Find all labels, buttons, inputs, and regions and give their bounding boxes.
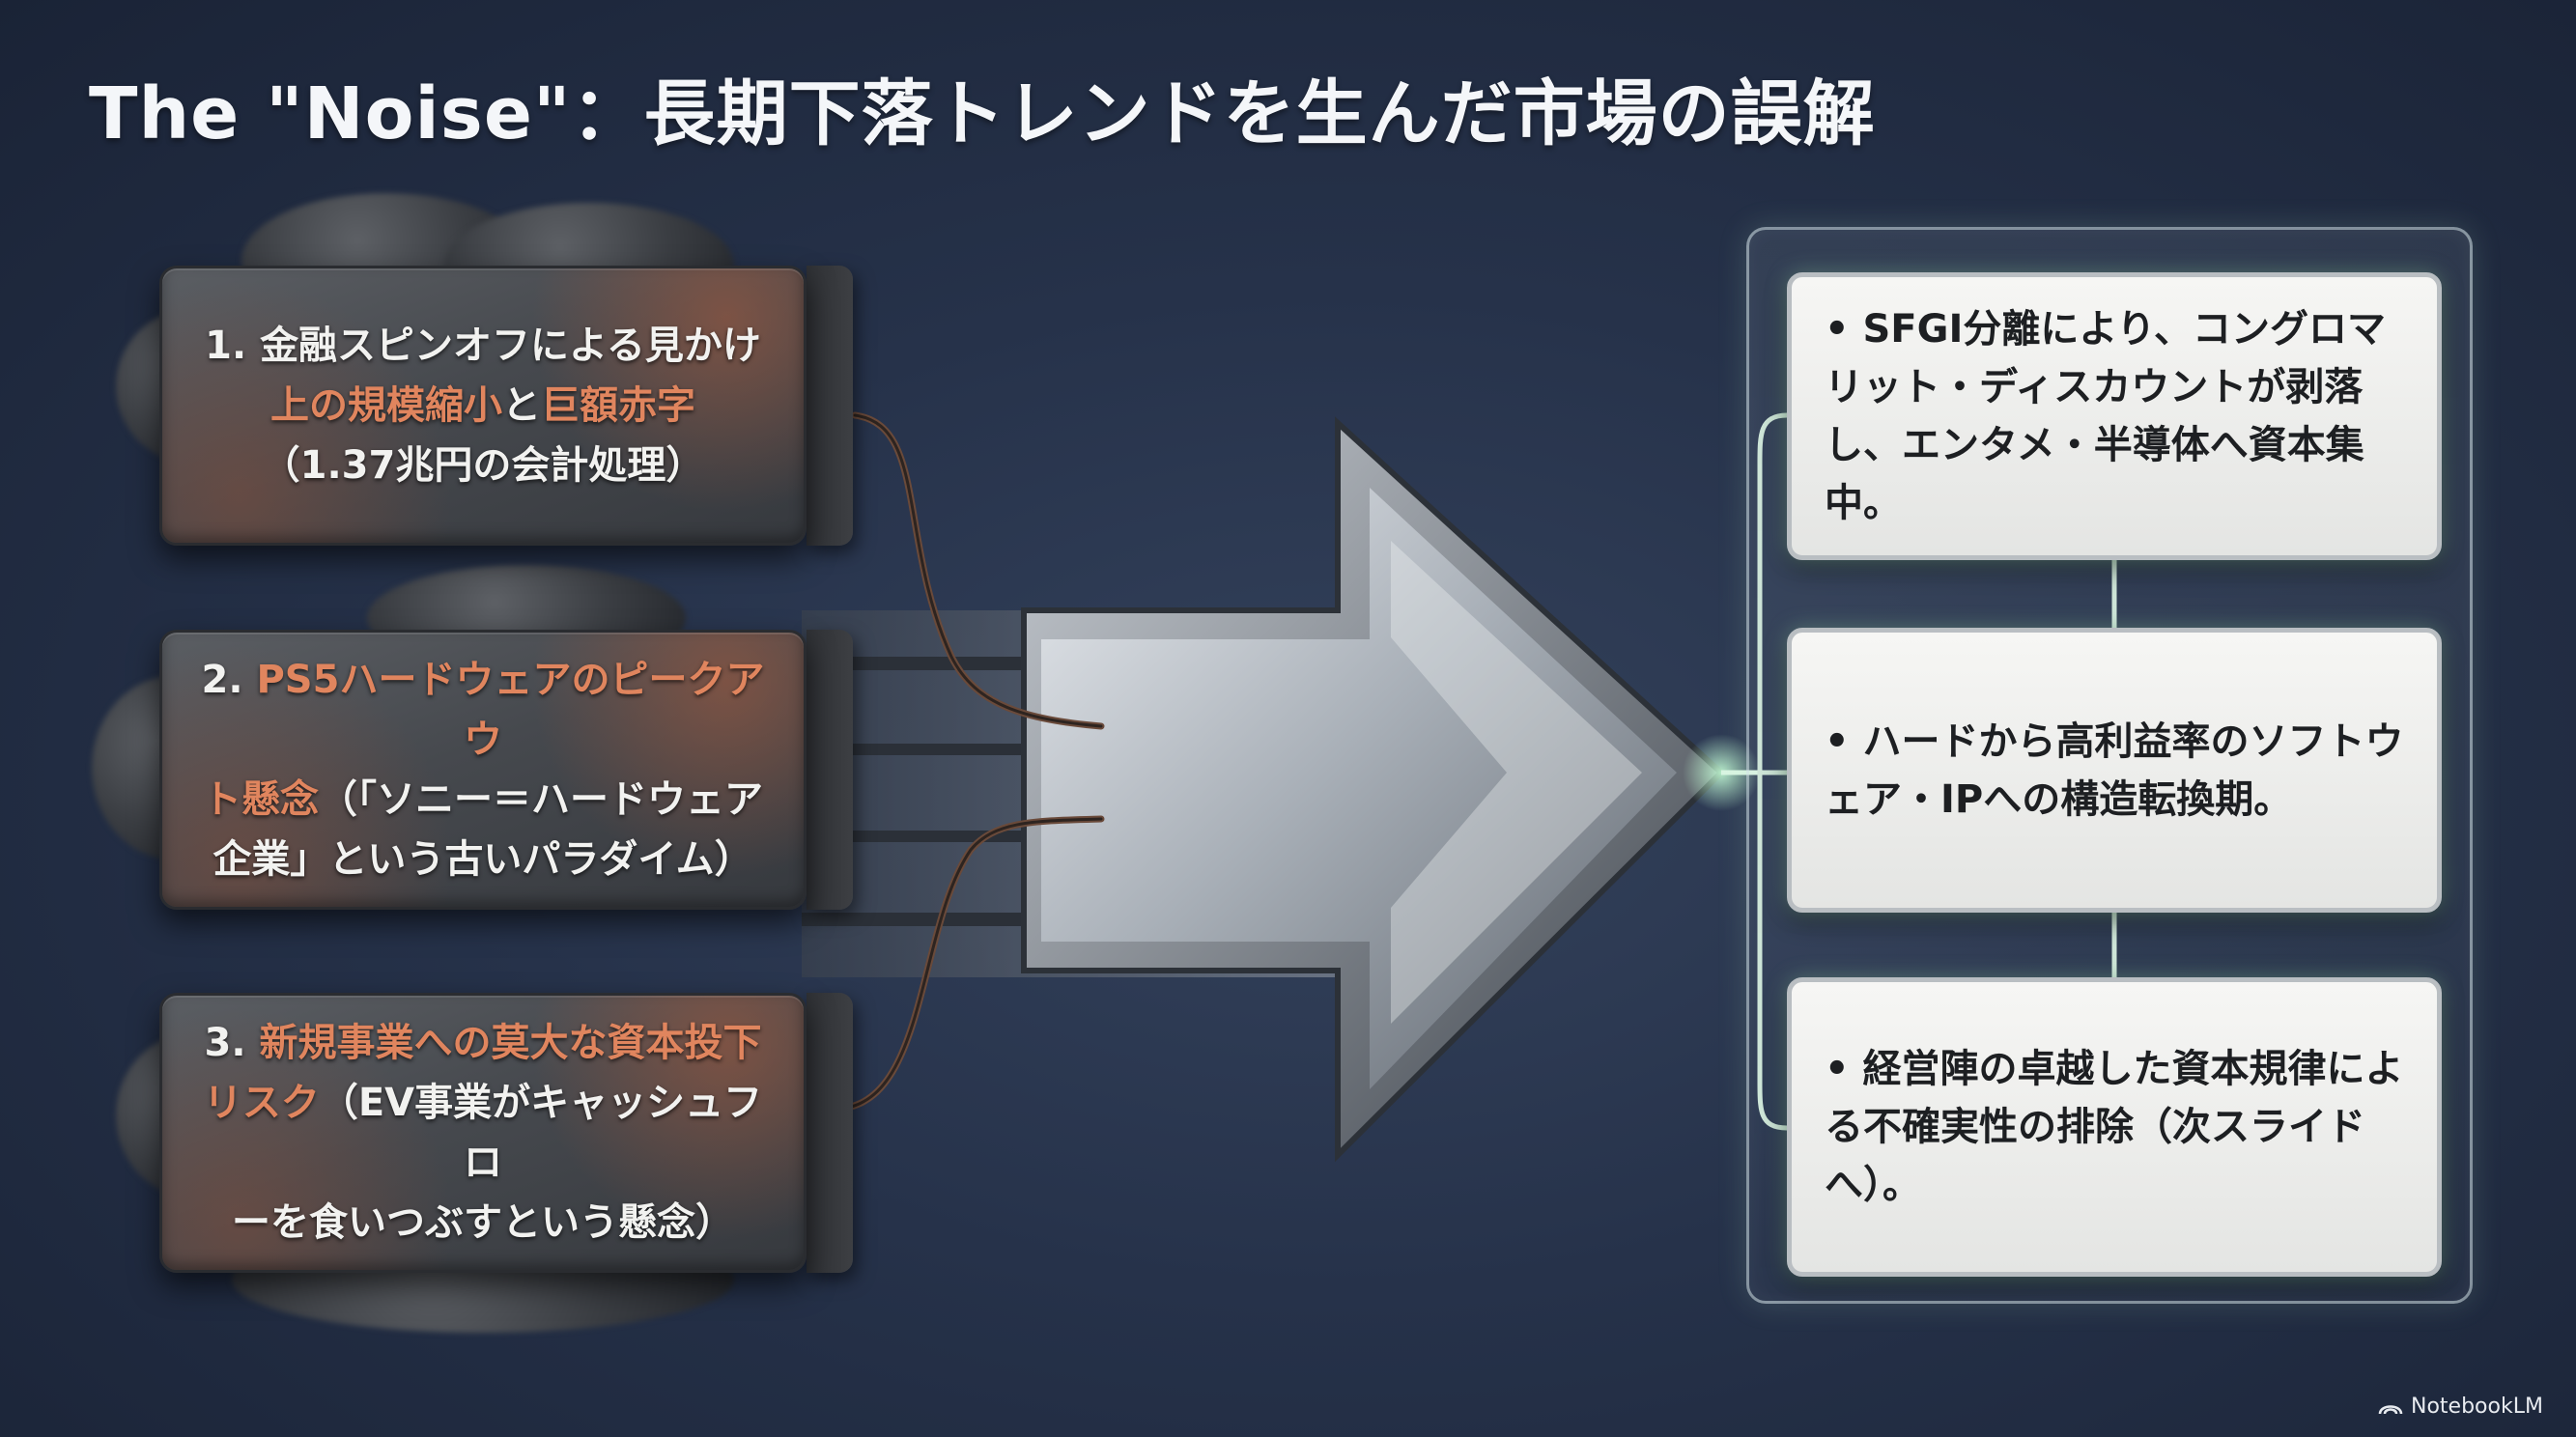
noise-block-line: 1. 金融スピンオフによる見かけ bbox=[205, 316, 761, 376]
highlighted-phrase: 上の規模縮小 bbox=[269, 383, 502, 428]
noise-block-line: ーを食いつぶすという懸念） bbox=[185, 1193, 780, 1253]
noise-block-line: 3. 新規事業への莫大な資本投下 bbox=[185, 1013, 780, 1073]
phrase: （「ソニー＝ハードウェア bbox=[319, 777, 763, 822]
phrase: と bbox=[501, 383, 541, 428]
arrow-icon bbox=[1021, 416, 1726, 1163]
wire-connectors bbox=[836, 411, 1105, 1113]
noise-block-line: 企業」という古いパラダイム） bbox=[185, 830, 780, 889]
branding-label: NotebookLM bbox=[2411, 1395, 2543, 1419]
highlighted-phrase: ト懸念 bbox=[203, 777, 319, 822]
noise-block-3: 3. 新規事業への莫大な資本投下リスク（EV事業がキャッシュフローを食いつぶすと… bbox=[159, 993, 807, 1273]
notebooklm-badge: NotebookLM bbox=[2378, 1395, 2543, 1419]
noise-block-line: リスク（EV事業がキャッシュフロ bbox=[185, 1073, 780, 1193]
noise-block-line: 2. PS5ハードウェアのピークアウ bbox=[185, 650, 780, 770]
phrase: ーを食いつぶすという懸念） bbox=[232, 1200, 734, 1245]
noise-block-line: 上の規模縮小と巨額赤字 bbox=[205, 376, 761, 436]
reality-card-3: • 経営陣の卓越した資本規律による不確実性の排除（次スライドへ）。 bbox=[1787, 977, 2442, 1277]
highlighted-phrase: 巨額赤字 bbox=[540, 383, 695, 428]
noise-block-text: 3. 新規事業への莫大な資本投下リスク（EV事業がキャッシュフローを食いつぶすと… bbox=[185, 1013, 780, 1253]
phrase: 3. bbox=[204, 1021, 260, 1065]
page-title: The "Noise"：長期下落トレンドを生んだ市場の誤解 bbox=[89, 72, 1876, 155]
phrase: 企業」という古いパラダイム） bbox=[212, 837, 753, 882]
noise-block-1: 1. 金融スピンオフによる見かけ上の規模縮小と巨額赤字 （1.37兆円の会計処理） bbox=[159, 266, 807, 546]
block-side bbox=[807, 993, 853, 1273]
phrase: （1.37兆円の会計処理） bbox=[261, 443, 705, 488]
notebooklm-logo-icon bbox=[2378, 1404, 2403, 1414]
reality-card-text: • ハードから高利益率のソフトウェア・IPへの構造転換期。 bbox=[1825, 718, 2404, 822]
noise-block-text: 2. PS5ハードウェアのピークアウト懸念（「ソニー＝ハードウェア企業」という古… bbox=[185, 650, 780, 889]
phrase: （EV事業がキャッシュフロ bbox=[319, 1081, 763, 1185]
block-side bbox=[807, 266, 853, 546]
reality-card-1: • SFGI分離により、コングロマリット・ディスカウントが剥落し、エンタメ・半導… bbox=[1787, 272, 2442, 560]
highlighted-phrase: PS5ハードウェアのピークアウ bbox=[256, 658, 765, 762]
noise-block-2: 2. PS5ハードウェアのピークアウト懸念（「ソニー＝ハードウェア企業」という古… bbox=[159, 630, 807, 910]
noise-block-line: ト懸念（「ソニー＝ハードウェア bbox=[185, 770, 780, 830]
noise-block-line: （1.37兆円の会計処理） bbox=[205, 436, 761, 495]
noise-block-text: 1. 金融スピンオフによる見かけ上の規模縮小と巨額赤字 （1.37兆円の会計処理） bbox=[205, 316, 761, 495]
branch-connector bbox=[1683, 412, 2117, 1131]
phrase: 1. 金融スピンオフによる見かけ bbox=[205, 324, 761, 368]
block-side bbox=[807, 630, 853, 910]
reality-card-2: • ハードから高利益率のソフトウェア・IPへの構造転換期。 bbox=[1787, 628, 2442, 913]
reality-card-text: • SFGI分離により、コングロマリット・ディスカウントが剥落し、エンタメ・半導… bbox=[1825, 307, 2386, 525]
phrase: 2. bbox=[201, 658, 257, 702]
reality-card-text: • 経営陣の卓越した資本規律による不確実性の排除（次スライドへ）。 bbox=[1825, 1047, 2404, 1207]
highlighted-phrase: リスク bbox=[203, 1081, 320, 1125]
highlighted-phrase: 新規事業への莫大な資本投下 bbox=[259, 1021, 762, 1065]
